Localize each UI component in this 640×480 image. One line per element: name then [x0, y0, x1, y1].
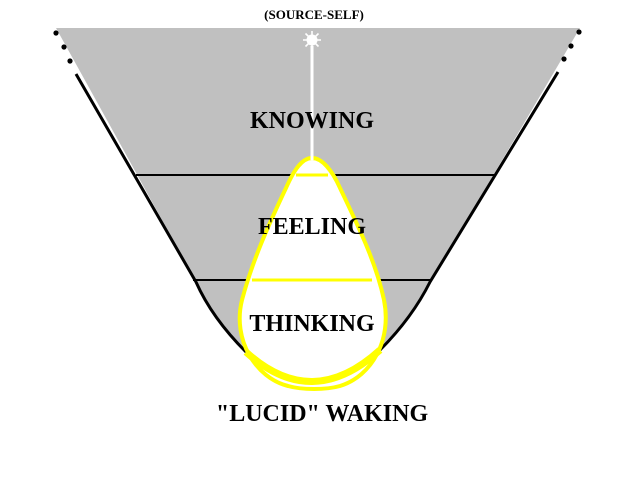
light-drop	[237, 155, 388, 391]
level-label-feeling: FEELING	[258, 214, 366, 240]
light-drop-base	[243, 347, 383, 385]
sun-burst-icon	[303, 31, 321, 49]
funnel-right-dots	[561, 29, 582, 62]
funnel-left-dots	[53, 30, 73, 64]
funnel-right-edge	[378, 71, 560, 352]
level-label-knowing: KNOWING	[250, 108, 374, 134]
level-label-thinking: THINKING	[249, 311, 375, 337]
source-self-label: (SOURCE-SELF)	[264, 7, 364, 22]
funnel-left-edge	[74, 73, 248, 354]
lucid-waking-label: "LUCID" WAKING	[216, 401, 429, 427]
